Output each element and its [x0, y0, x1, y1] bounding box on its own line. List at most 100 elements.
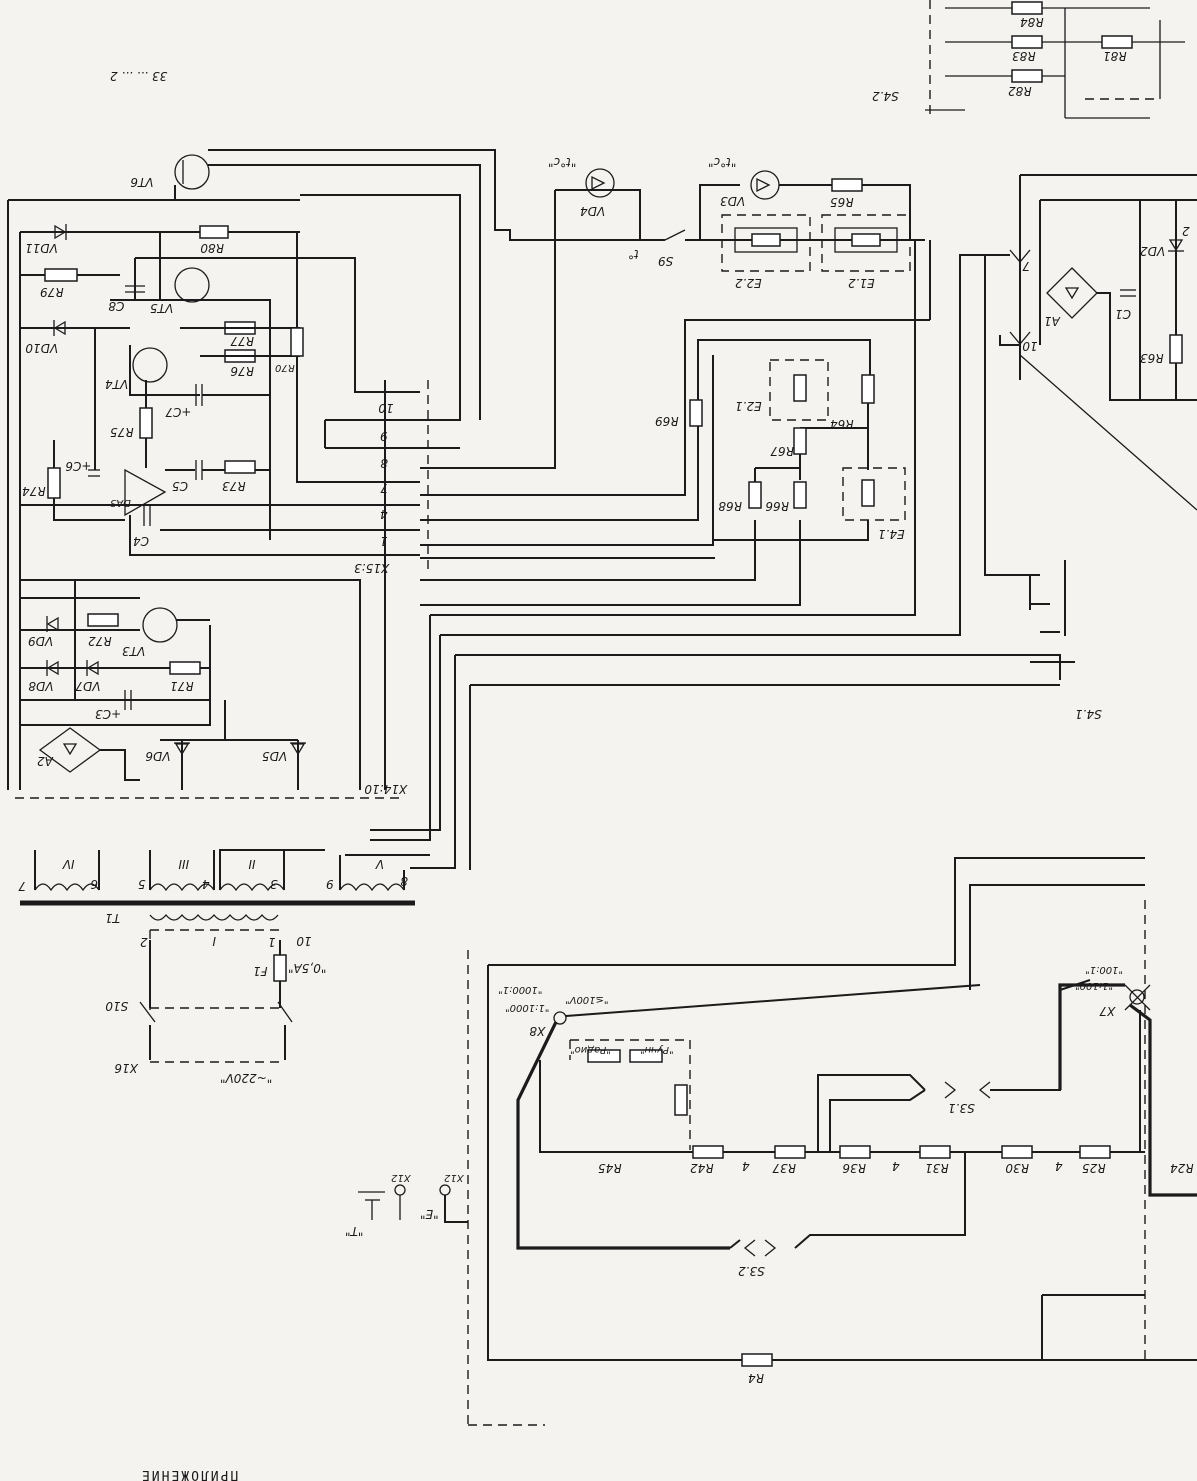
r66-resistor — [793, 481, 807, 509]
r80-label: R80 — [200, 241, 224, 255]
switch-s41: S4.1 — [984, 255, 1102, 721]
to-label: t° — [628, 247, 639, 261]
vt3-label: VT3 — [122, 644, 145, 658]
r24-label: R24 — [1170, 1161, 1194, 1175]
a2-bridge-icon — [38, 727, 102, 773]
vd2-label: VD2 — [1140, 244, 1165, 258]
r63-resistor — [1169, 334, 1183, 364]
t7n-label: 7 — [18, 879, 26, 893]
e21-label: E2.1 — [735, 399, 762, 413]
r67-resistor — [793, 427, 807, 455]
c3-label: +C3 — [95, 707, 121, 721]
vt6-transistor-icon — [174, 154, 210, 190]
div3-label: "≤100V" — [565, 994, 609, 1005]
vt5-label: VT5 — [150, 301, 173, 315]
r64-resistor — [861, 374, 875, 404]
r77-label: R77 — [230, 334, 254, 348]
r68-label: R68 — [718, 499, 742, 513]
vd9-label: VD9 — [28, 634, 53, 648]
top-right-resistor-bank: R84 R83 R81 R82 S4.2 — [872, 0, 1185, 120]
vd11-label: VD11 — [25, 241, 58, 255]
r71-resistor — [169, 661, 201, 675]
r31-label: R31 — [925, 1161, 949, 1175]
r81-label: R81 — [1103, 49, 1127, 63]
led2-label: "t°c" — [708, 155, 736, 169]
r72-resistor — [87, 613, 119, 627]
r25-label: R25 — [1082, 1161, 1106, 1175]
c6-label: +C6 — [65, 459, 91, 473]
r69-resistor — [689, 399, 703, 427]
x12-label: X12 — [391, 1172, 412, 1183]
r45-label: R45 — [598, 1161, 622, 1175]
r4-label: R4 — [748, 1371, 764, 1385]
da3-opamp-icon — [124, 468, 167, 517]
vt4-transistor-icon — [132, 347, 168, 383]
t1-label: T1 — [105, 911, 120, 925]
r42-resistor — [692, 1145, 724, 1159]
k10-label: 10 — [1022, 339, 1038, 353]
w5-label: V — [375, 857, 384, 871]
r82-label: R82 — [1008, 84, 1032, 98]
c1-label: C1 — [1115, 307, 1131, 321]
s41-label: S4.1 — [1075, 707, 1102, 721]
pin-9-label: 9 — [380, 429, 388, 443]
r65-resistor — [831, 178, 863, 192]
r65-label: R65 — [830, 195, 854, 209]
s9-label: S9 — [658, 254, 673, 268]
led1-label: "t°c" — [548, 155, 576, 169]
r73-resistor — [224, 460, 256, 474]
r74-resistor — [47, 467, 61, 499]
vd10-label: VD10 — [25, 341, 58, 355]
a1-label: A1 — [1044, 314, 1061, 328]
r72-label: R72 — [88, 634, 112, 648]
e41-label: E4.1 — [878, 527, 905, 541]
power-supply-a1: A1 C1 VD2 R63 2 7 10 — [999, 174, 1197, 511]
k4a-label: 4 — [742, 1159, 750, 1173]
resistor-network: R69 E2.1 R64 R67 R68 R66 E4.1 — [655, 240, 931, 541]
winding-i — [149, 913, 279, 921]
vd11-diode-icon — [54, 224, 67, 240]
t9n-label: 9 — [326, 877, 334, 891]
r76-label: R76 — [230, 364, 254, 378]
pin-1-label: 1 — [380, 534, 388, 548]
winding-v — [339, 883, 405, 892]
pin-4-label: 4 — [380, 507, 388, 521]
t1n-label: 1 — [268, 935, 276, 949]
t4n-label: 4 — [202, 877, 210, 891]
c5-label: C5 — [172, 479, 188, 493]
a2-label: A2 — [37, 754, 54, 768]
div2-label: "1000:1" — [498, 984, 542, 995]
r67-label: R67 — [770, 444, 794, 458]
vd3-label: VD3 — [720, 194, 745, 208]
t5n-label: 5 — [138, 877, 146, 891]
e-term-label: "E" — [420, 1207, 439, 1221]
doc-code: 33 ... ... 2 — [110, 69, 167, 83]
r30-label: R30 — [1005, 1161, 1029, 1175]
div4-label: "1:100" — [1075, 980, 1113, 991]
r4-resistor — [741, 1353, 773, 1367]
mains-label: "~220V" — [220, 1071, 272, 1085]
r73-label: R73 — [222, 479, 246, 493]
e22-heater — [734, 227, 798, 253]
ruch-label: "Ручн" — [640, 1044, 674, 1055]
c8-label: C8 — [108, 299, 124, 313]
r70-label: R70 — [275, 362, 295, 373]
r31-resistor — [919, 1145, 951, 1159]
r84-label: R84 — [1020, 15, 1044, 29]
x16-label: X16 — [114, 1061, 139, 1075]
div1-label: "1:1000" — [505, 1002, 549, 1013]
f1-fuse — [273, 954, 287, 982]
e12-heater — [834, 227, 898, 253]
w4-label: IV — [62, 857, 75, 871]
s32-label: S3.2 — [738, 1264, 765, 1278]
x12b-label: X12 — [444, 1172, 465, 1183]
x12b-terminal-icon — [439, 1184, 451, 1196]
x7-label: X7 — [1099, 1004, 1116, 1018]
r80-resistor — [199, 225, 229, 239]
r42-label: R42 — [690, 1161, 714, 1175]
w1-label: I — [212, 934, 216, 948]
e22-label: E2.2 — [735, 276, 762, 290]
r74-label: R74 — [22, 484, 46, 498]
c7-label: +C7 — [165, 405, 191, 419]
